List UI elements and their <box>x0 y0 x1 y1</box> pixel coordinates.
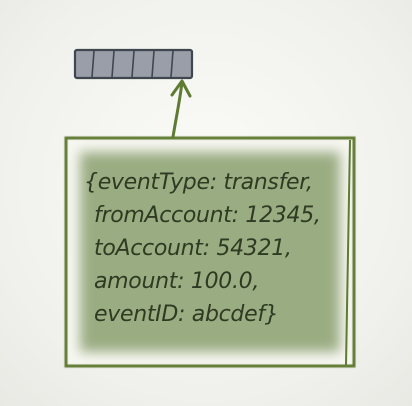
event-line-from-account: fromAccount: 12345, <box>94 203 321 228</box>
log-cell-divider <box>131 50 135 78</box>
log-cell-divider <box>170 50 174 78</box>
event-line-amount: amount: 100.0, <box>94 269 260 294</box>
event-box-right-edge <box>345 139 351 366</box>
event-box-border <box>64 136 356 368</box>
event-json: {eventType: transfer, fromAccount: 12345… <box>84 166 354 331</box>
log-cell-divider <box>91 50 95 78</box>
event-line-to-account: toAccount: 54321, <box>94 236 292 261</box>
log-cell-divider <box>151 50 155 78</box>
event-log <box>73 48 194 80</box>
event-line-event-id: eventID: abcdef} <box>94 302 279 327</box>
arrow-head <box>170 79 192 98</box>
event-box-wash <box>80 152 340 352</box>
event-box <box>64 136 356 368</box>
event-line-type: {eventType: transfer, <box>84 170 313 195</box>
log-cell-divider <box>111 50 115 78</box>
arrow-shaft <box>171 80 184 139</box>
event-log-dividers <box>91 50 174 78</box>
append-arrow <box>170 79 192 139</box>
